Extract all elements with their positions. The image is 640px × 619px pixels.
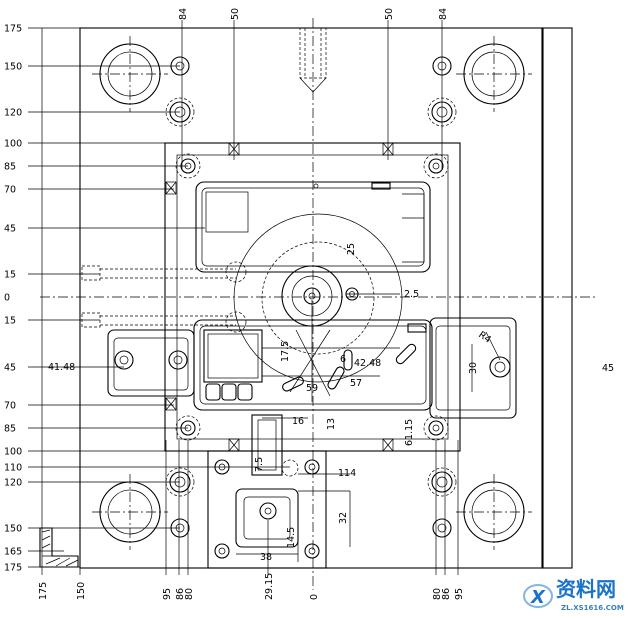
label-32: 32 [338,512,349,524]
top-label: 50 [230,8,241,20]
top-label: 84 [178,8,189,20]
label-59: 59 [306,383,318,394]
screws [165,56,457,538]
left-label: 85 [4,162,16,173]
top-label: 84 [438,8,449,20]
cooling-lines [81,265,236,328]
left-label: 175 [4,24,22,35]
bottom-mechanism [207,414,351,569]
left-label: 150 [4,62,22,73]
label-16: 16 [292,416,304,427]
label-25: 25 [346,243,357,255]
left-label: 120 [4,478,22,489]
site-watermark: X 资料网 ZL.XS1616.COM [523,577,624,612]
svg-text:X: X [530,587,546,608]
label-13: 13 [326,418,337,430]
label-114: 114 [338,468,356,479]
left-label: 45 [4,224,16,235]
label-38: 38 [260,552,272,563]
label-r4: R4 [476,329,493,345]
left-label: 45 [4,363,16,374]
center-lines [40,18,595,590]
bottom-label: 86 [441,588,452,600]
label-41-48: 41.48 [48,362,75,373]
label-45-right: 45 [602,363,614,374]
bottom-label: 29.15 [264,573,275,600]
guide-pillars [92,36,532,550]
sprue-bushing [299,27,327,93]
label-17-5: 17.5 [280,341,291,362]
ejector-markers [165,142,394,452]
left-label: 15 [4,270,16,281]
dimension-leaders-horizontal [28,27,290,568]
left-label: 120 [4,108,22,119]
label-61-15: 61.15 [404,419,415,446]
watermark-text: 资料网 [556,577,616,601]
left-label: 165 [4,547,22,558]
left-label: 0 [4,293,10,304]
center-feature [233,213,403,383]
bottom-label: 150 [76,582,87,600]
bottom-label: 86 [175,588,186,600]
label-7-5: 7.5 [254,457,265,472]
left-label: 85 [4,424,16,435]
left-label: 70 [4,401,16,412]
slide-blocks [107,317,517,419]
left-label: 110 [4,463,22,474]
left-dimension-labels: 1751501201008570451501545708510011012015… [4,24,22,574]
label-57: 57 [350,378,362,389]
label-30: 30 [468,362,479,374]
left-label: 70 [4,185,16,196]
left-label: 175 [4,563,22,574]
bottom-label: 80 [184,588,195,600]
label-14-5: 14.5 [286,527,297,548]
left-label: 100 [4,447,22,458]
label-2-5: 2.5 [404,289,419,300]
left-label: 150 [4,524,22,535]
bottom-label: 175 [38,582,49,600]
left-label: 15 [4,316,16,327]
inner-dimension-labels: 41.48 45 25 2.5 17.5 6 42.48 59 57 13 16… [48,243,614,563]
watermark-url: ZL.XS1616.COM [561,604,624,612]
bottom-label: 95 [454,588,465,600]
top-label: 50 [384,8,395,20]
top-dimension-labels: 84 50 50 84 [178,8,449,20]
hatched-bracket [39,527,79,568]
dimension-leaders-vertical [41,20,459,575]
bottom-label: 95 [162,588,173,600]
label-42-48: 42.48 [354,358,381,369]
label-6: 6 [340,354,346,365]
left-label: 100 [4,139,22,150]
bottom-label: 80 [432,588,443,600]
bottom-label: 0 [309,594,320,600]
